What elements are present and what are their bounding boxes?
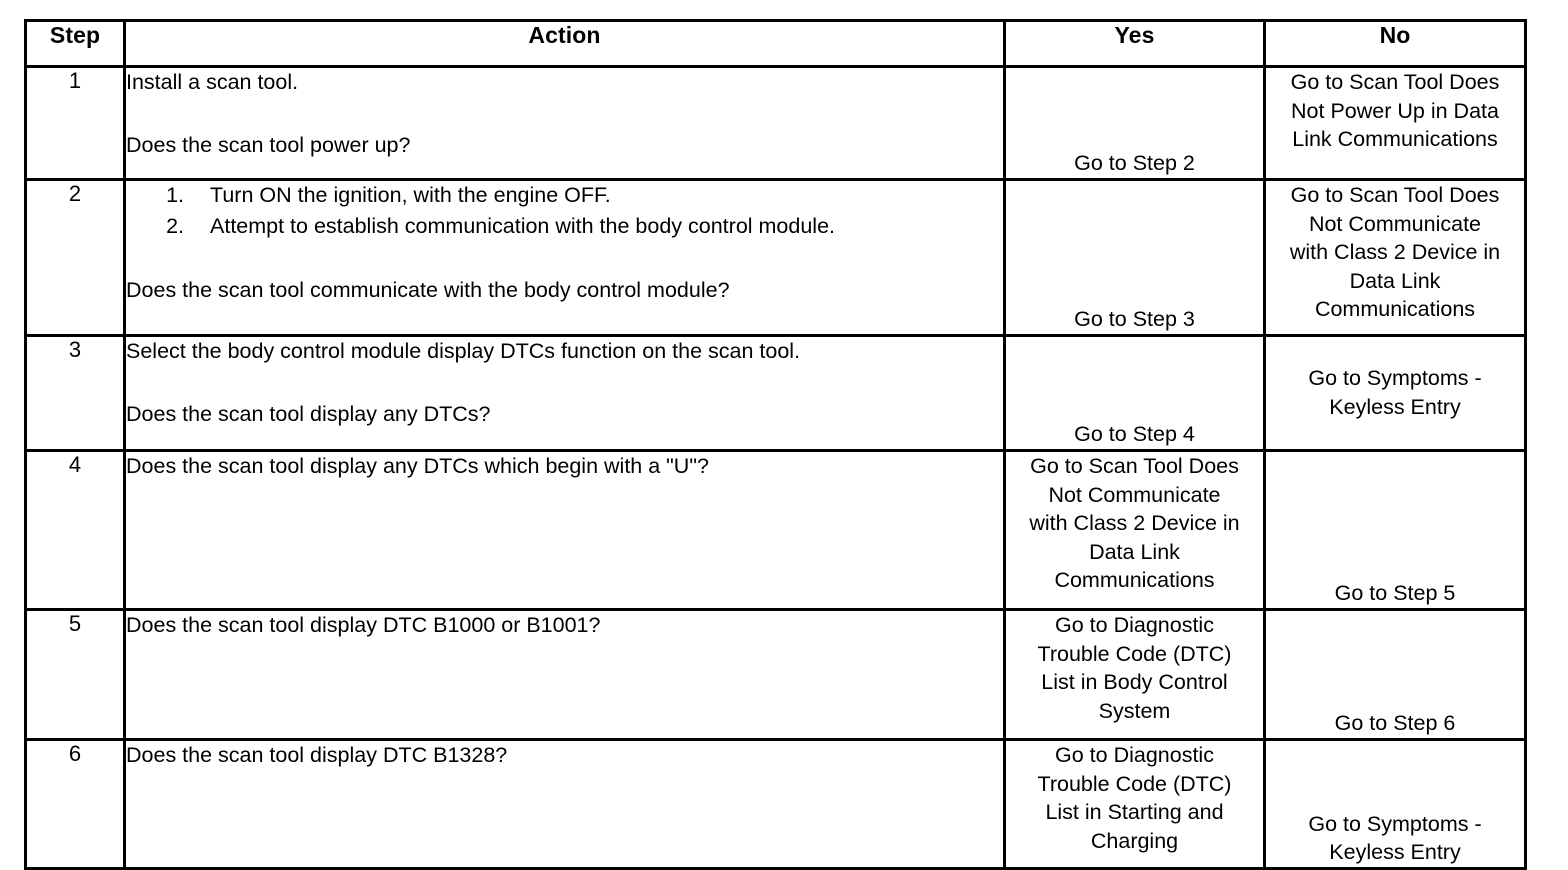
table-body: 1 Install a scan tool. Does the scan too…: [24, 65, 1527, 870]
table-header: Step Action Yes No: [24, 19, 1527, 68]
yes-text: Go to Step 3: [1074, 307, 1195, 332]
action-question: Does the scan tool communicate with the …: [126, 278, 730, 303]
step-number: 5: [24, 608, 126, 741]
table-row: 2 1. Turn ON the ignition, with the engi…: [24, 178, 1527, 337]
no-cell: Go to Symptoms - Keyless Entry: [1263, 334, 1527, 452]
no-cell: Go to Symptoms - Keyless Entry: [1263, 738, 1527, 870]
yes-cell: Go to Diagnostic Trouble Code (DTC) List…: [1003, 608, 1266, 741]
step-number: 3: [24, 334, 126, 452]
no-text: Go to Scan Tool Does Not Communicate wit…: [1289, 183, 1501, 322]
yes-text: Go to Step 2: [1074, 151, 1195, 176]
header-row: Step Action Yes No: [24, 19, 1527, 68]
action-intro: Select the body control module display D…: [126, 339, 801, 363]
column-header-step: Step: [24, 19, 126, 68]
no-cell: Go to Scan Tool Does Not Communicate wit…: [1263, 178, 1527, 337]
action-step-list: 1. Turn ON the ignition, with the engine…: [126, 181, 1003, 240]
step-number: 2: [24, 178, 126, 337]
yes-text: Go to Diagnostic Trouble Code (DTC) List…: [1037, 743, 1232, 853]
action-step-number: 2.: [166, 213, 184, 238]
step-number: 4: [24, 449, 126, 611]
no-text: Go to Step 6: [1334, 711, 1456, 736]
yes-text: Go to Diagnostic Trouble Code (DTC) List…: [1037, 613, 1232, 723]
column-header-action: Action: [123, 19, 1006, 68]
action-intro: Does the scan tool display any DTCs whic…: [126, 454, 709, 478]
table-row: 5 Does the scan tool display DTC B1000 o…: [24, 608, 1527, 741]
action-spacer: [126, 97, 1003, 131]
no-text: Go to Symptoms - Keyless Entry: [1308, 811, 1482, 865]
action-spacer: [126, 242, 1003, 276]
table-row: 3 Select the body control module display…: [24, 334, 1527, 452]
table-row: 1 Install a scan tool. Does the scan too…: [24, 65, 1527, 181]
column-header-yes: Yes: [1003, 19, 1266, 68]
yes-text: Go to Step 4: [1074, 422, 1195, 447]
step-number: 1: [24, 65, 126, 181]
no-cell: Go to Step 6: [1263, 608, 1527, 741]
action-step-item: 2. Attempt to establish communication wi…: [126, 212, 1003, 241]
action-cell: Select the body control module display D…: [123, 334, 1006, 452]
action-cell: Does the scan tool display any DTCs whic…: [123, 449, 1006, 611]
yes-cell: Go to Step 2: [1003, 65, 1266, 181]
yes-cell: Go to Step 3: [1003, 178, 1266, 337]
action-intro: Does the scan tool display DTC B1000 or …: [126, 613, 601, 637]
action-question: Does the scan tool power up?: [126, 132, 411, 157]
action-cell: Install a scan tool. Does the scan tool …: [123, 65, 1006, 181]
action-spacer: [126, 366, 1003, 400]
no-text: Go to Step 5: [1334, 581, 1456, 606]
action-cell: 1. Turn ON the ignition, with the engine…: [123, 178, 1006, 337]
diagnostic-system-check-table: Step Action Yes No 1 Install a scan tool…: [24, 19, 1527, 870]
no-cell: Go to Step 5: [1263, 449, 1527, 611]
no-cell: Go to Scan Tool Does Not Power Up in Dat…: [1263, 65, 1527, 181]
action-question: Does the scan tool display any DTCs?: [126, 401, 491, 426]
column-header-no: No: [1263, 19, 1527, 68]
action-step-item: 1. Turn ON the ignition, with the engine…: [126, 181, 1003, 210]
action-step-text: Attempt to establish communication with …: [210, 213, 836, 238]
no-text: Go to Scan Tool Does Not Power Up in Dat…: [1290, 70, 1500, 152]
action-cell: Does the scan tool display DTC B1000 or …: [123, 608, 1006, 741]
action-step-text: Turn ON the ignition, with the engine OF…: [210, 183, 611, 207]
action-step-number: 1.: [166, 183, 184, 207]
yes-cell: Go to Step 4: [1003, 334, 1266, 452]
yes-cell: Go to Diagnostic Trouble Code (DTC) List…: [1003, 738, 1266, 870]
action-cell: Does the scan tool display DTC B1328?: [123, 738, 1006, 870]
no-text: Go to Symptoms - Keyless Entry: [1308, 366, 1482, 419]
table-row: 6 Does the scan tool display DTC B1328? …: [24, 738, 1527, 870]
yes-text: Go to Scan Tool Does Not Communicate wit…: [1029, 454, 1240, 593]
step-number: 6: [24, 738, 126, 870]
action-intro: Does the scan tool display DTC B1328?: [126, 743, 508, 767]
action-intro: Install a scan tool.: [126, 70, 299, 94]
table-row: 4 Does the scan tool display any DTCs wh…: [24, 449, 1527, 611]
yes-cell: Go to Scan Tool Does Not Communicate wit…: [1003, 449, 1266, 611]
